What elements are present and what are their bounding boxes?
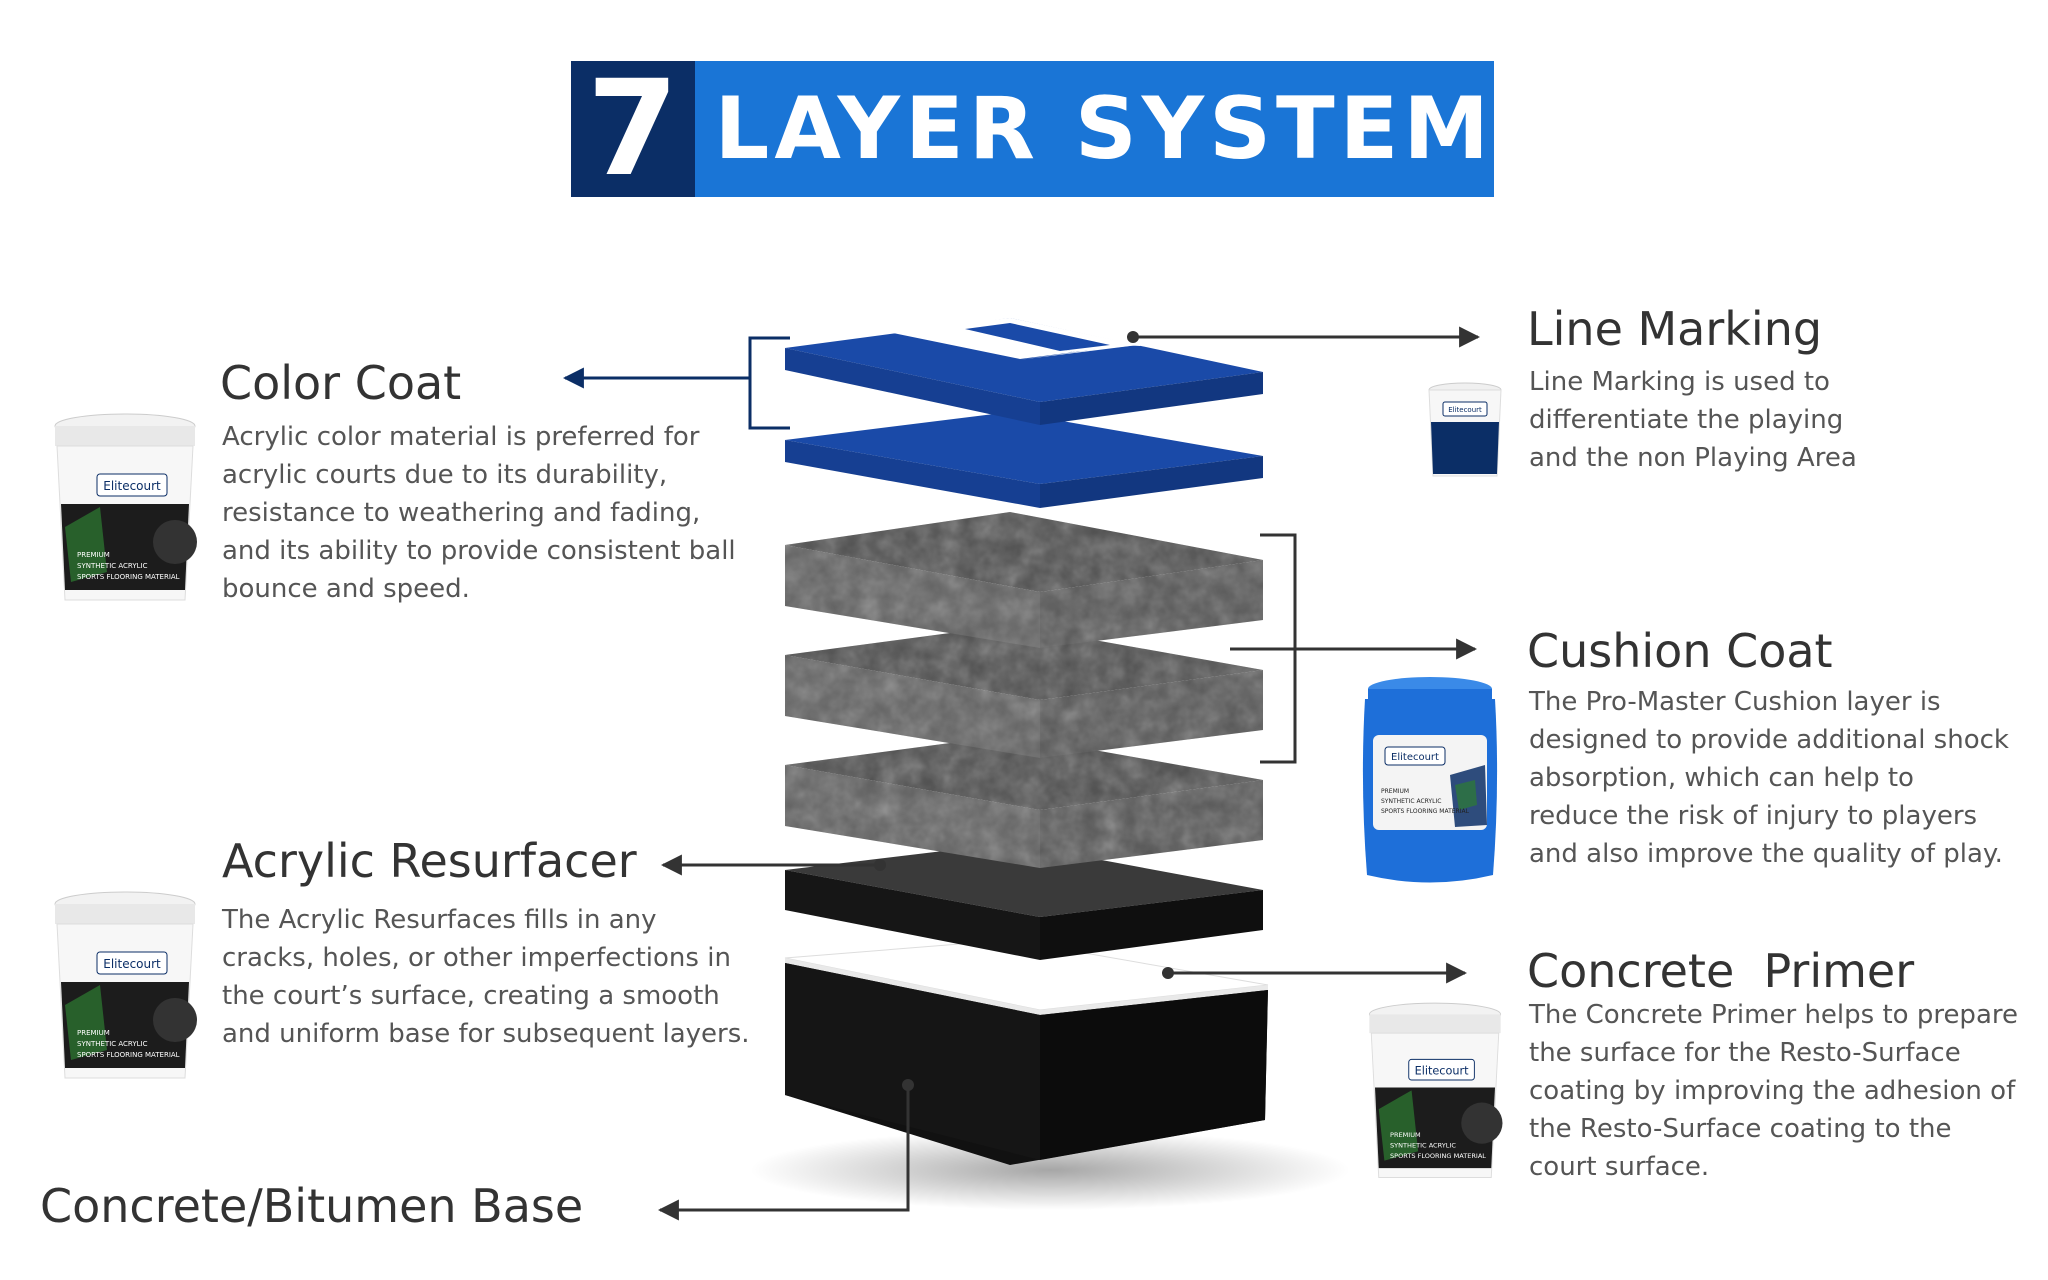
concrete-primer-description: The Concrete Primer helps to prepare the… xyxy=(1529,1000,2018,1182)
layer-color-coat-1 xyxy=(785,318,1263,425)
color-coat-bucket-image: Elitecourt PREMIUM SYNTHETIC ACRYLIC SPO… xyxy=(54,413,197,601)
svg-text:SPORTS FLOORING MATERIAL: SPORTS FLOORING MATERIAL xyxy=(1390,1152,1486,1160)
cushion-coat-description: The Pro-Master Cushion layer is designed… xyxy=(1529,687,2009,869)
acrylic-resurfacer-title: Acrylic Resurfacer xyxy=(222,834,637,888)
banner-title: LAYER SYSTEM xyxy=(694,61,1494,197)
acrylic-resurfacer-description: The Acrylic Resurfaces fills in any crac… xyxy=(222,905,750,1049)
svg-text:SYNTHETIC ACRYLIC: SYNTHETIC ACRYLIC xyxy=(1381,798,1441,805)
title-banner: 7 LAYER SYSTEM xyxy=(571,61,1494,197)
svg-text:SPORTS FLOORING MATERIAL: SPORTS FLOORING MATERIAL xyxy=(77,573,180,581)
layer-concrete-base xyxy=(784,939,1269,1165)
svg-text:SPORTS FLOORING MATERIAL: SPORTS FLOORING MATERIAL xyxy=(77,1051,180,1059)
acrylic-resurfacer-bucket-image: Elitecourt PREMIUM SYNTHETIC ACRYLIC SPO… xyxy=(54,891,197,1079)
svg-text:SYNTHETIC ACRYLIC: SYNTHETIC ACRYLIC xyxy=(77,1040,148,1048)
svg-text:SYNTHETIC ACRYLIC: SYNTHETIC ACRYLIC xyxy=(77,562,148,570)
svg-text:PREMIUM: PREMIUM xyxy=(77,1029,110,1037)
svg-text:PREMIUM: PREMIUM xyxy=(1390,1131,1421,1139)
bucket-brand: Elitecourt xyxy=(103,479,161,493)
svg-text:Elitecourt: Elitecourt xyxy=(103,957,161,971)
line-marking-title: Line Marking xyxy=(1527,302,1823,356)
cushion-coat-title: Cushion Coat xyxy=(1527,624,1833,678)
layer-cushion-1 xyxy=(785,512,1263,648)
banner-number: 7 xyxy=(571,61,695,197)
cushion-coat-drum-image: Elitecourt PREMIUM SYNTHETIC ACRYLIC SPO… xyxy=(1362,677,1498,883)
svg-text:Elitecourt: Elitecourt xyxy=(1391,752,1439,763)
layer-color-coat-2 xyxy=(785,412,1263,508)
svg-text:Elitecourt: Elitecourt xyxy=(1448,406,1482,414)
layer-cushion-3 xyxy=(785,735,1263,868)
concrete-primer-title: Concrete Primer xyxy=(1527,944,1915,998)
svg-text:SYNTHETIC ACRYLIC: SYNTHETIC ACRYLIC xyxy=(1390,1142,1456,1150)
line-marking-tub-image: Elitecourt xyxy=(1428,382,1502,477)
color-coat-description: Acrylic color material is preferred for … xyxy=(222,422,736,604)
layer-cushion-2 xyxy=(785,625,1263,758)
svg-text:Elitecourt: Elitecourt xyxy=(1415,1064,1470,1077)
base-title: Concrete/Bitumen Base xyxy=(40,1179,584,1233)
layer-primer xyxy=(785,843,1263,960)
svg-text:SPORTS FLOORING MATERIAL: SPORTS FLOORING MATERIAL xyxy=(1381,808,1470,815)
concrete-primer-bucket-image: Elitecourt PREMIUM SYNTHETIC ACRYLIC SPO… xyxy=(1368,1002,1503,1178)
svg-text:PREMIUM: PREMIUM xyxy=(77,551,110,559)
line-marking-description: Line Marking is used to differentiate th… xyxy=(1529,367,1857,473)
svg-text:PREMIUM: PREMIUM xyxy=(1381,788,1409,795)
color-coat-title: Color Coat xyxy=(220,356,462,410)
